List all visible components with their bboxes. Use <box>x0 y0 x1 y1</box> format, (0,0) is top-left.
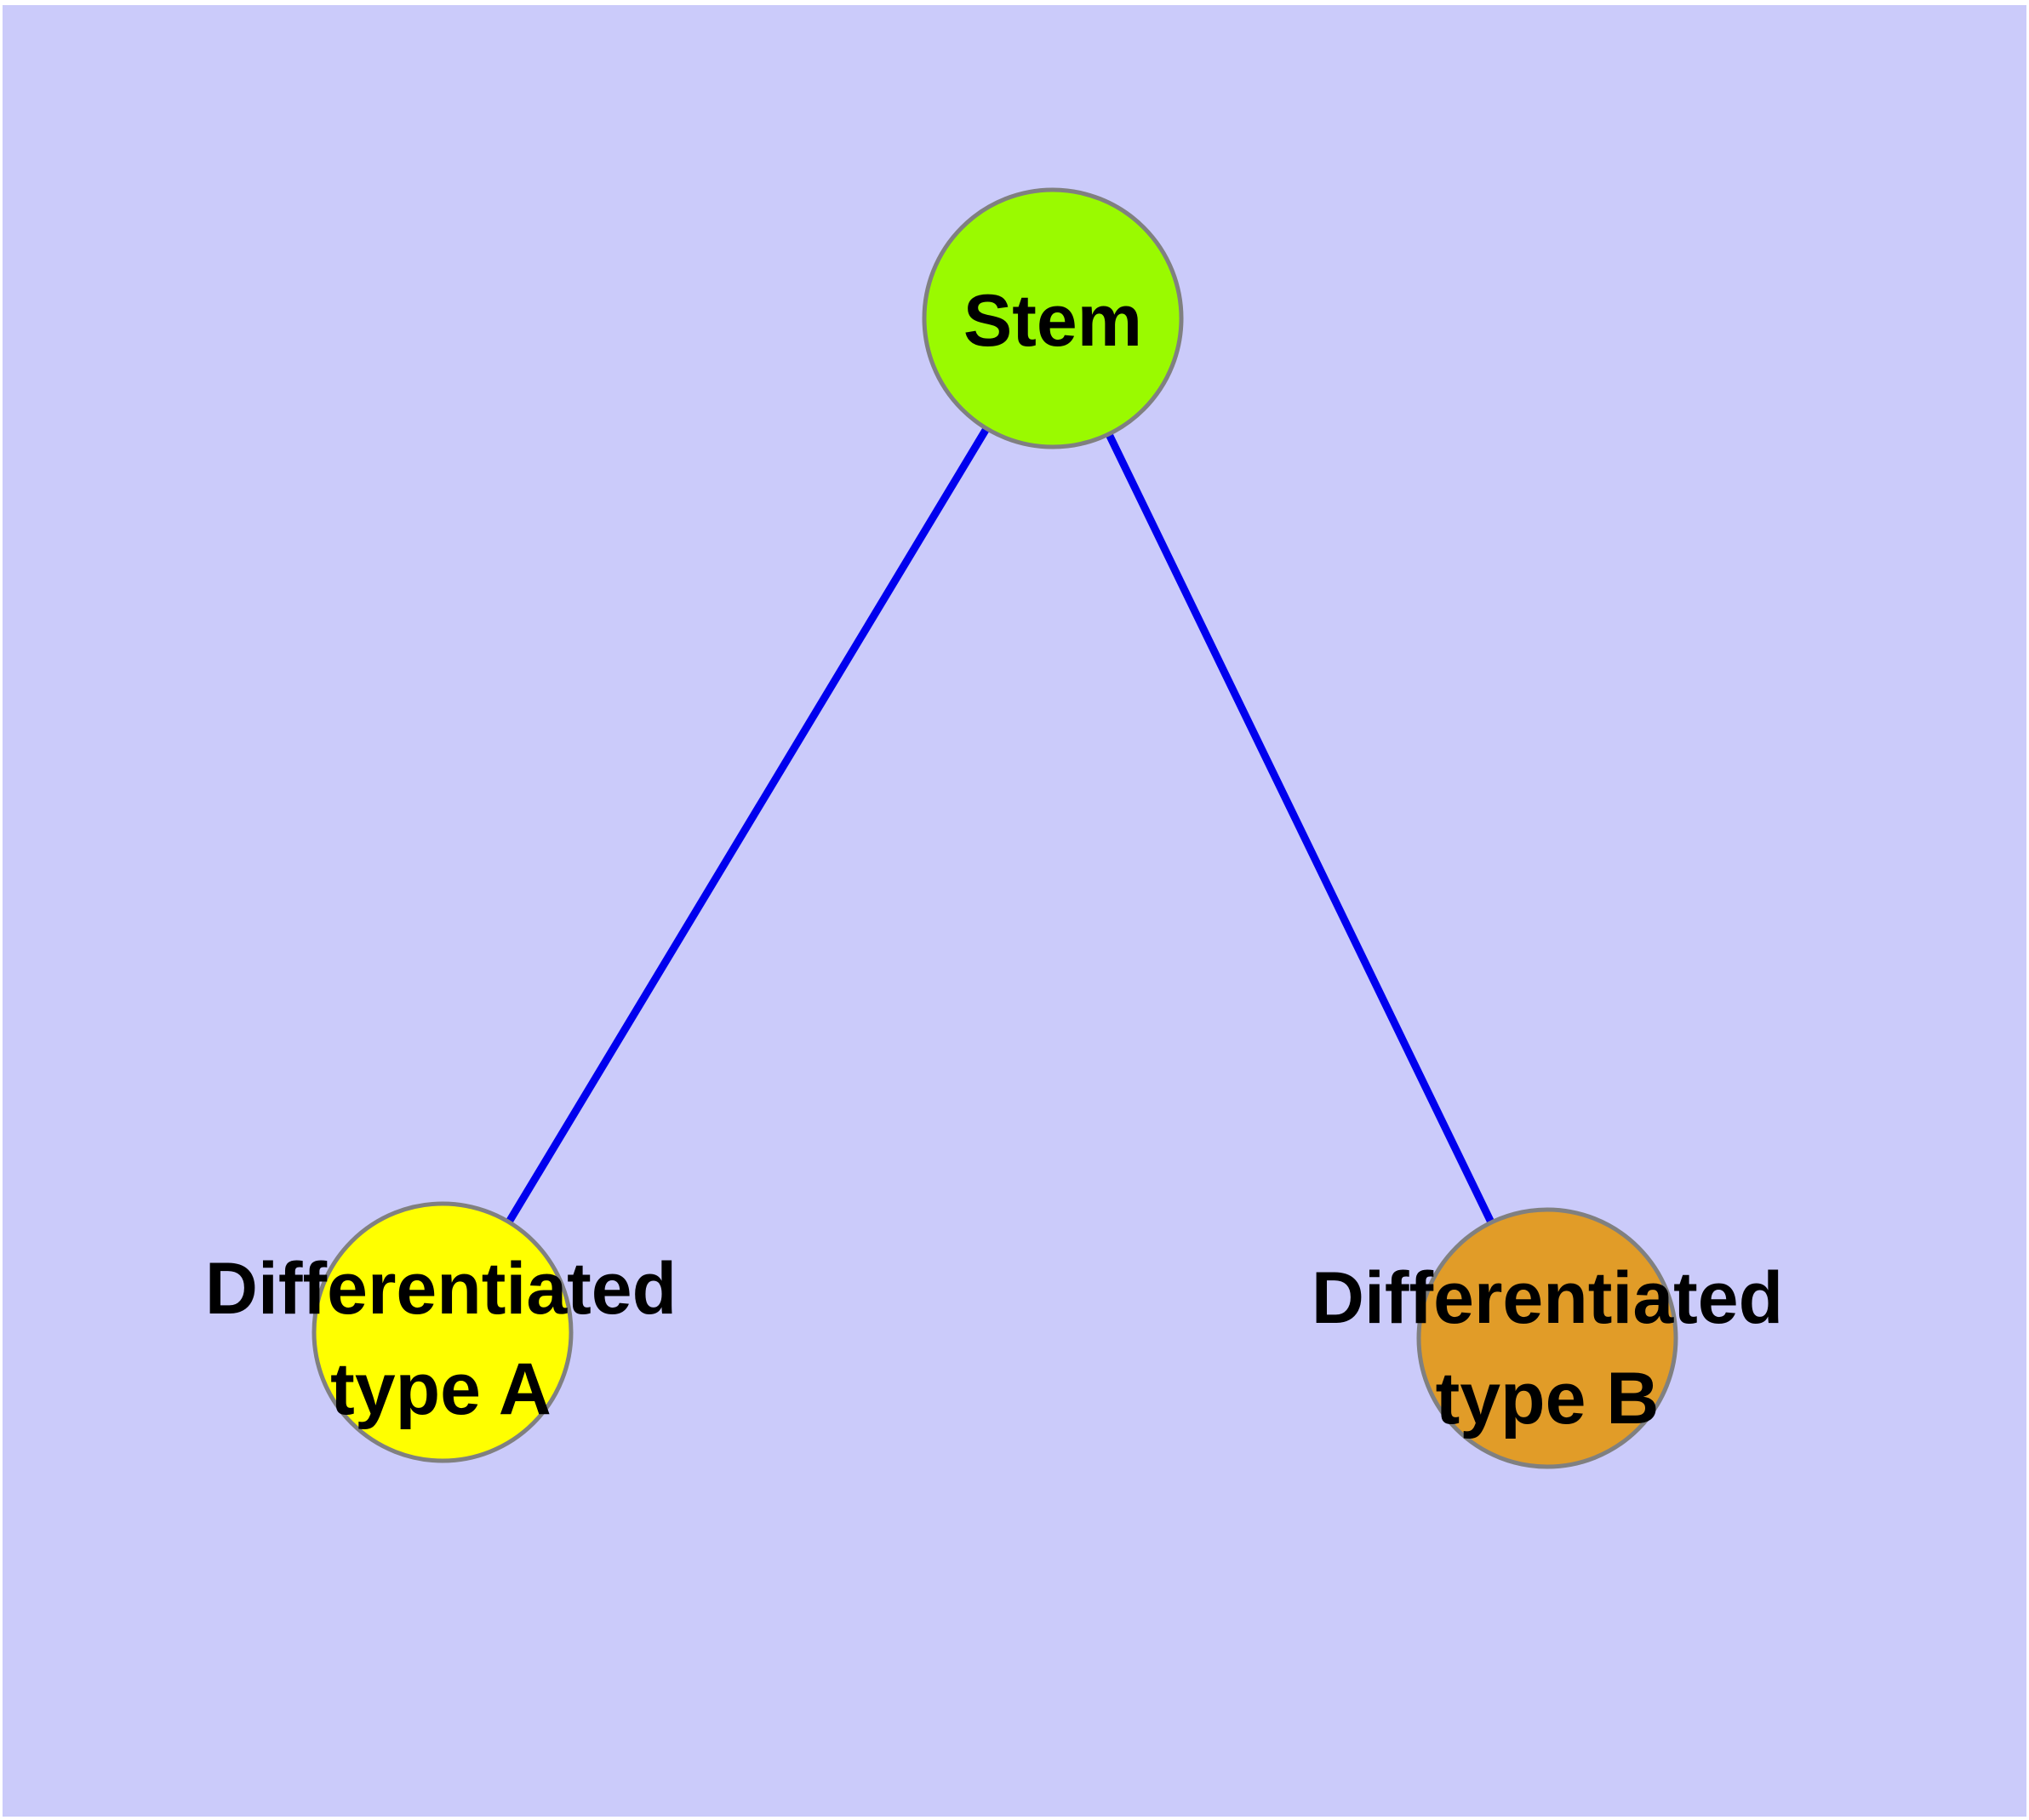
node-label-differentiated-type-b: Differentiated type B <box>1312 1248 1783 1449</box>
node-label-stem: Stem <box>963 271 1142 371</box>
node-circle-stem <box>922 187 1184 449</box>
node-label-type-a-line-1: Differentiated <box>204 1248 677 1330</box>
node-label-type-b-line-2: type B <box>1435 1358 1660 1439</box>
node-label-type-a-line-2: type A <box>330 1348 552 1430</box>
node-circle-type-b <box>1416 1207 1678 1469</box>
node-circle-type-a <box>311 1201 574 1463</box>
edge-stem-type-a <box>439 316 1056 1335</box>
node-label-stem-text: Stem <box>963 280 1143 362</box>
node-label-type-b-line-1: Differentiated <box>1311 1257 1784 1339</box>
edge-stem-type-b <box>1049 317 1552 1340</box>
node-label-differentiated-type-a: Differentiated type A <box>205 1239 677 1439</box>
